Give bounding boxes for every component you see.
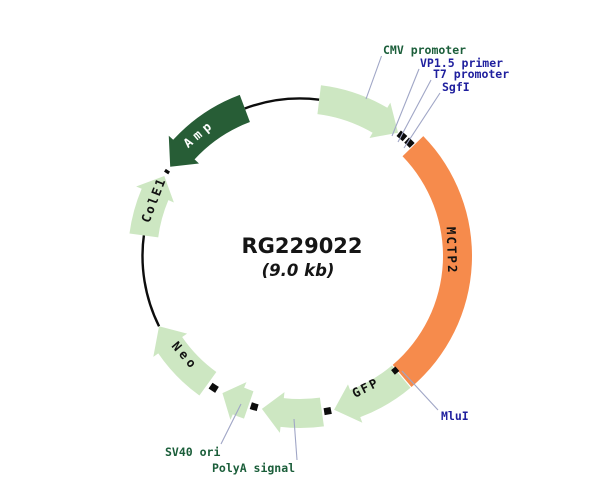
vp15-primer-label-leader-line: [391, 68, 420, 137]
polya-signal-label: PolyA signal: [212, 461, 295, 475]
mlui-label: MluI: [441, 409, 469, 423]
feature-neo: [153, 326, 217, 396]
plasmid-name: RG229022: [241, 234, 362, 258]
sgfi-label: SgfI: [442, 80, 470, 94]
site-tick: [404, 137, 415, 148]
polya-signal-label-leader-line: [293, 418, 298, 461]
sv40-ori-label-leader-line: [220, 403, 242, 445]
mlui-label-leader-line: [401, 370, 439, 411]
site-tick: [164, 168, 171, 175]
vp15-primer-label: VP1.5 primer: [420, 56, 503, 70]
t7-promoter-label-leader-line: [397, 79, 432, 143]
feature-gfp: [334, 365, 411, 423]
feature-polya-signal: [261, 392, 324, 433]
sgfi-label-leader-line: [403, 92, 441, 149]
site-tick: [208, 382, 219, 393]
sv40-ori-label: SV40 ori: [165, 445, 220, 459]
cmv-promoter-label-leader-line: [365, 55, 383, 100]
feature-mctp2: [392, 136, 472, 387]
mctp2-arc-label: MCTP2: [444, 227, 461, 275]
site-tick: [323, 406, 332, 416]
backbone-arc: [244, 97, 320, 110]
plasmid-size: (9.0 kb): [262, 261, 335, 280]
cmv-promoter-label: CMV promoter: [383, 43, 466, 57]
feature-cmv-promoter: [317, 85, 399, 138]
feature-cole1: [129, 176, 174, 238]
site-tick: [391, 366, 400, 375]
t7-promoter-label: T7 promoter: [433, 67, 509, 81]
feature-amp: [168, 94, 250, 167]
feature-sv40-ori: [222, 382, 254, 420]
site-tick: [249, 402, 259, 412]
backbone-arc: [141, 233, 161, 327]
